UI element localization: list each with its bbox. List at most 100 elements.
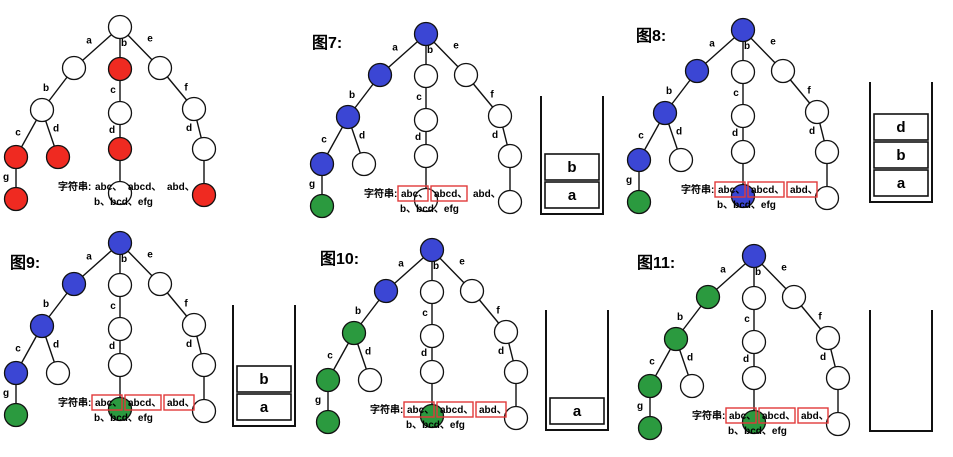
edge-label: f [807,86,811,97]
edge-label: b [121,38,127,49]
trie-node [668,147,694,173]
trie-node [741,243,767,269]
trie-node [191,398,217,424]
edge-label: d [109,341,115,352]
trie-node [3,186,29,212]
word-highlight-box [403,401,435,418]
word-highlight-box [475,401,507,418]
edge-label: b [677,312,683,323]
edge-label: c [321,135,327,146]
word: abcd、 [128,182,161,193]
edge-label: d [186,339,192,350]
trie-node [741,285,767,311]
trie-node [107,180,133,206]
edge-label: f [490,90,494,101]
stack-cell [544,153,600,181]
word: abd、 [801,411,829,422]
figure-title: 图10: [320,250,359,268]
stack-container [869,310,933,432]
word-highlight-box [91,394,123,411]
word-highlight-box [714,181,746,198]
stack-cell-label: d [896,119,905,136]
word-highlight-box [747,181,785,198]
stack-cell [873,141,929,169]
words-line2: b、bcd、efg [728,426,787,437]
trie-node [781,284,807,310]
trie-node [419,279,445,305]
stack-cell-label: a [897,175,906,192]
word: abcd、 [762,411,795,422]
trie-node [413,63,439,89]
edge-label: b [744,41,750,52]
trie-node [367,62,393,88]
word-highlight-box [797,407,829,424]
edge-label: d [498,346,504,357]
string-label: 字符串: [370,403,403,416]
word: abd、 [790,185,818,196]
edge-label: f [184,83,188,94]
word: abd、 [167,182,195,193]
trie-node [413,143,439,169]
edge-label: d [421,348,427,359]
trie-node [637,415,663,441]
trie-node [815,325,841,351]
stack-cell-label: b [896,147,905,164]
edge-label: d [743,354,749,365]
words-line2: b、bcd、efg [94,413,153,424]
stack-container [545,310,609,431]
trie-node [413,187,439,213]
trie-node [419,237,445,263]
word-highlight-box [124,394,162,411]
edge-label: d [492,130,498,141]
edge-label: b [755,267,761,278]
edge-label: c [649,357,655,368]
trie-node [147,55,173,81]
edge-label: b [433,261,439,272]
stack-cell [873,113,929,141]
string-label: 字符串: [58,180,91,193]
edge-label: d [53,124,59,135]
trie-node [453,62,479,88]
word: abd、 [167,398,195,409]
word-highlight-box [397,185,429,202]
edge-label: d [186,123,192,134]
edge-label: a [392,43,398,54]
edge-label: f [818,312,822,323]
trie-node [684,58,710,84]
trie-node [3,360,29,386]
string-label: 字符串: [692,409,725,422]
string-label: 字符串: [364,187,397,200]
edge-label: c [15,344,21,355]
trie-node [419,359,445,385]
edge-label: e [459,257,465,268]
edge-label: b [349,90,355,101]
trie-node [3,144,29,170]
edge-label: d [732,128,738,139]
stack-container [232,305,296,427]
trie-node [814,139,840,165]
trie-node [373,278,399,304]
trie-node [637,373,663,399]
figure-title: 图7: [312,34,342,52]
figure-title: 图11: [637,254,675,272]
trie-node [335,104,361,130]
trie-node [315,367,341,393]
trie-node [741,409,767,435]
edge-label: e [781,263,787,274]
string-label: 字符串: [58,396,91,409]
trie-node [107,352,133,378]
trie-node [497,143,523,169]
trie-node [419,403,445,429]
edge-label: d [687,353,693,364]
edge-label: g [626,175,632,186]
stack-cell [873,169,929,197]
trie-node [3,402,29,428]
edge-label: a [709,39,715,50]
word: abc、 [729,411,756,422]
stack-container [869,82,933,203]
trie-node [181,312,207,338]
edge-label: d [53,340,59,351]
edge-label: a [720,265,726,276]
